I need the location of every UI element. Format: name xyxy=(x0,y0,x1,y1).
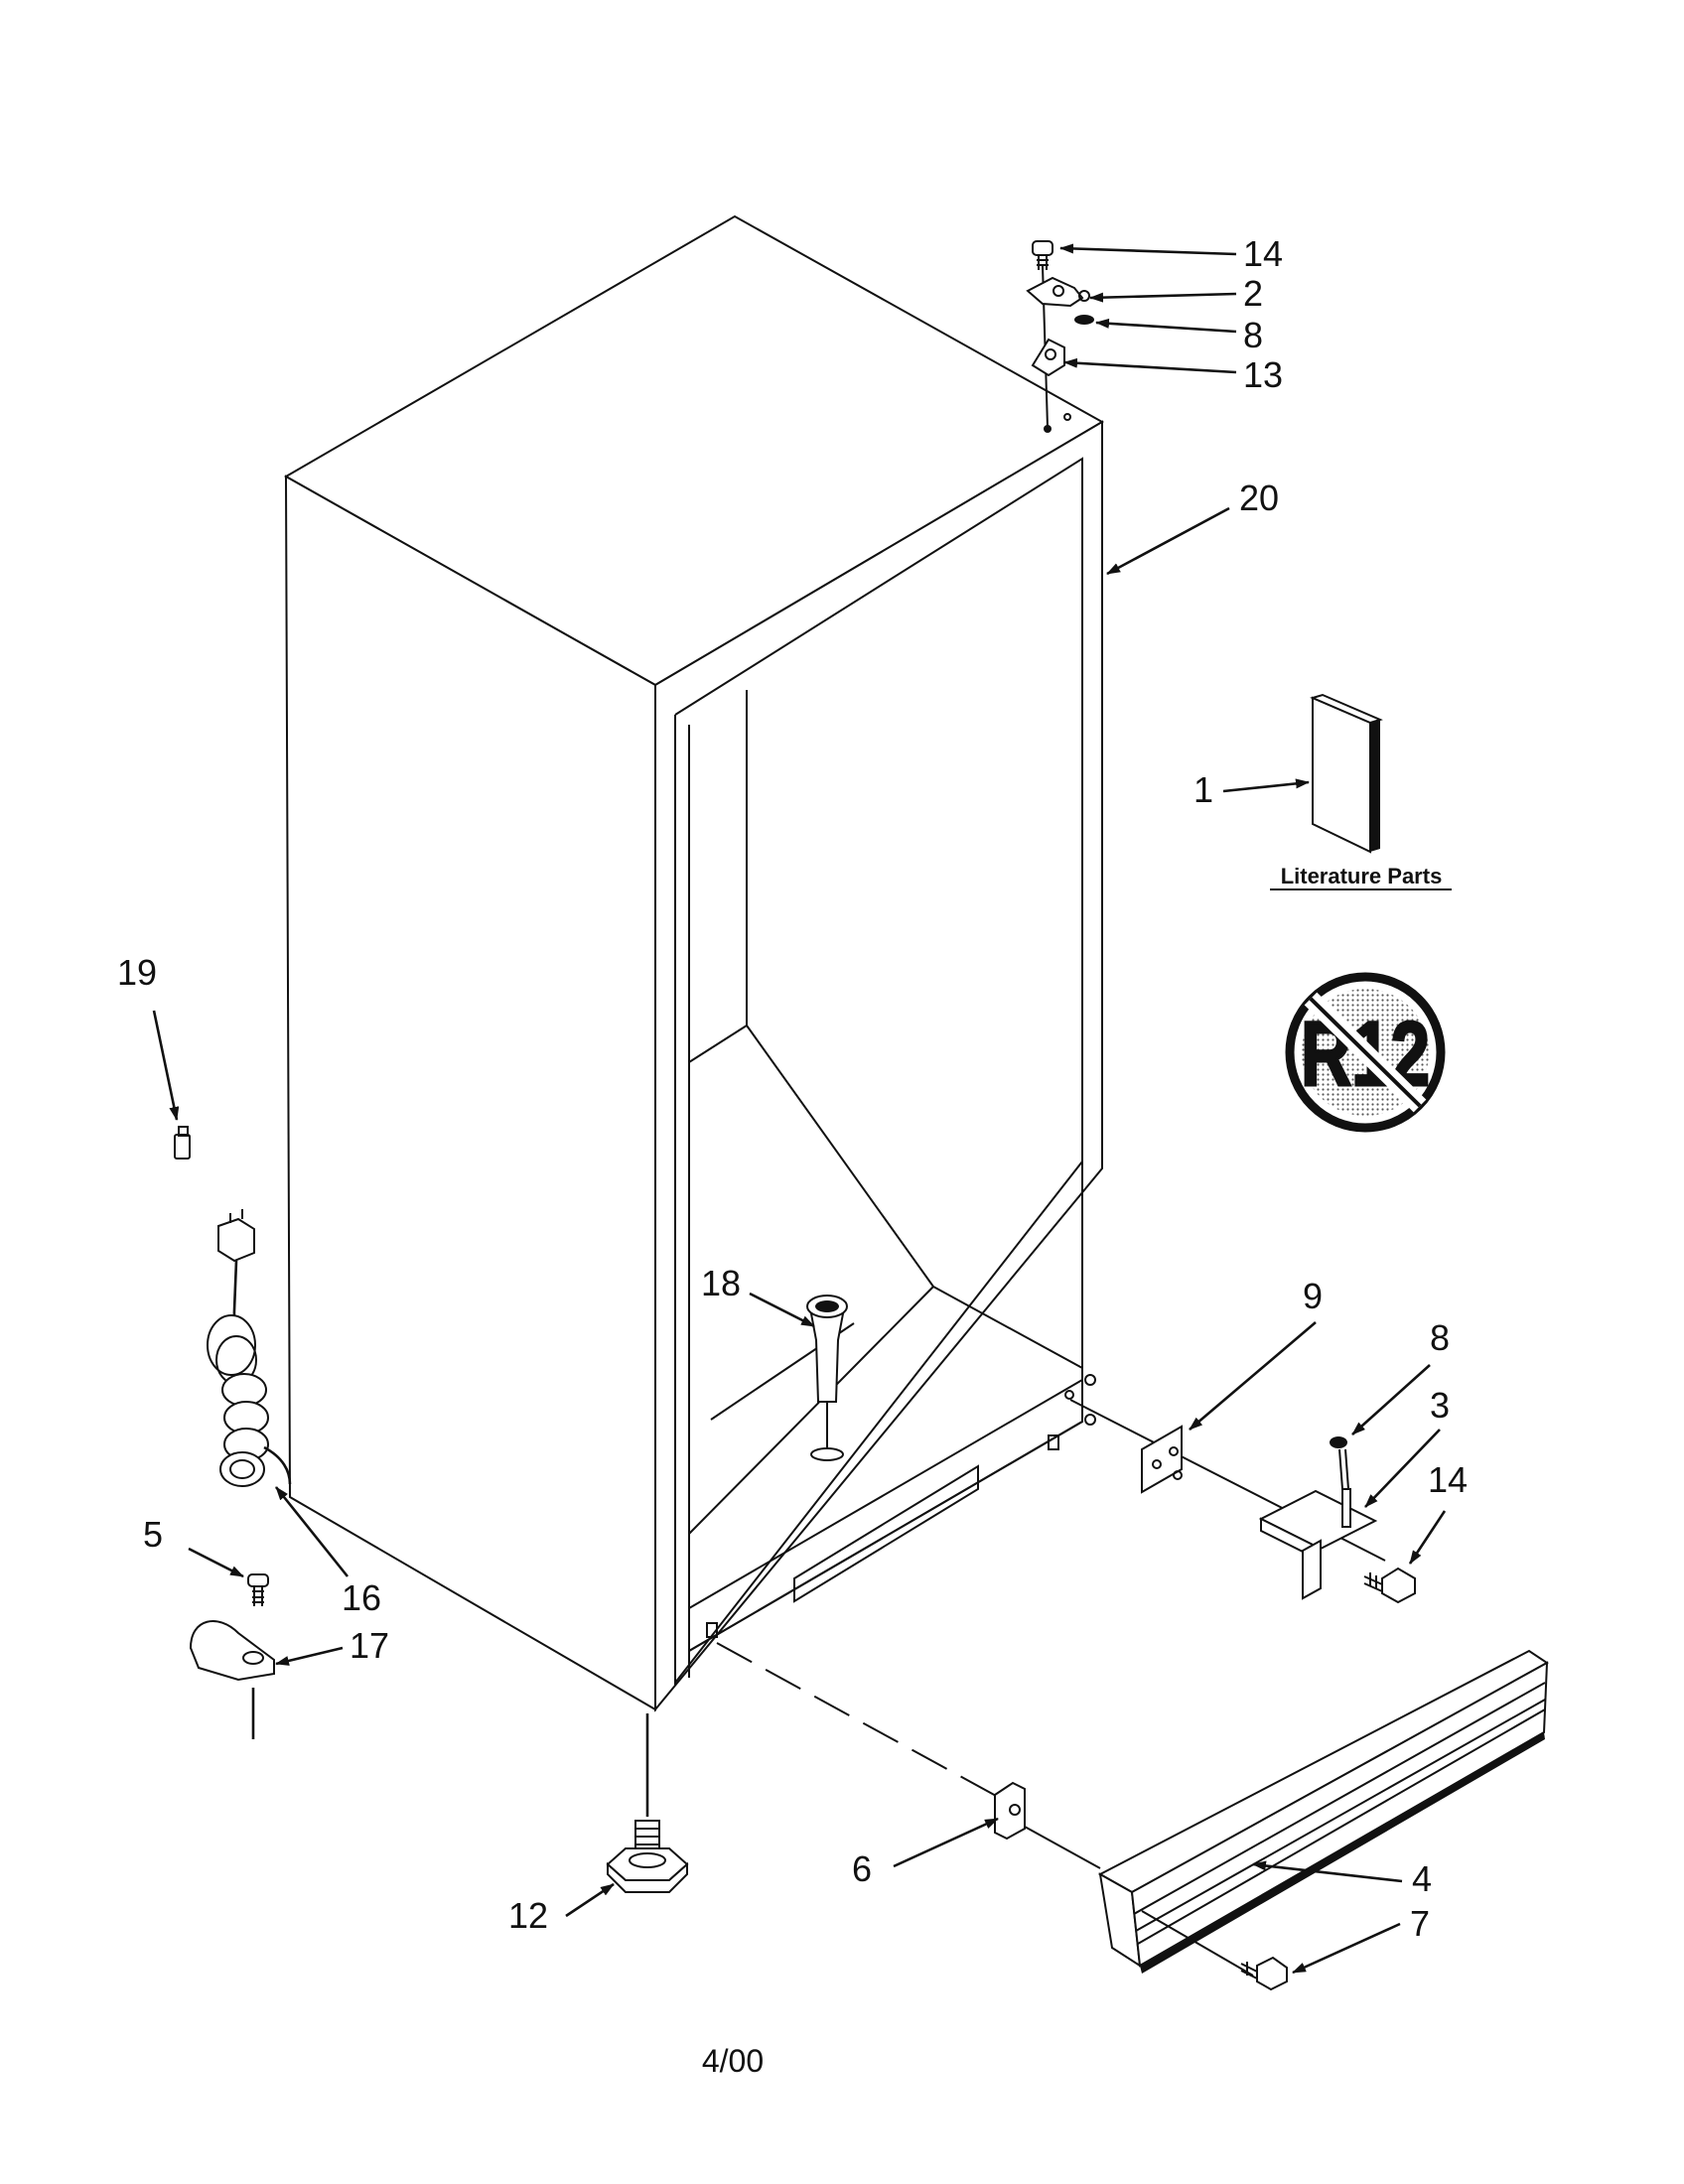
callout-12: 12 xyxy=(508,1895,548,1936)
hinge-washer-top xyxy=(1074,315,1094,325)
callout-7: 7 xyxy=(1410,1903,1430,1944)
callout-8-top: 8 xyxy=(1243,315,1263,355)
callout-13: 13 xyxy=(1243,354,1283,395)
cabinet xyxy=(283,214,1105,1712)
grille-bracket-6 xyxy=(716,1642,1101,1869)
callout-labels: 14 2 8 13 20 1 19 18 9 8 3 14 5 16 17 12… xyxy=(117,233,1468,1944)
bottom-hinge-assembly xyxy=(1069,1399,1416,1604)
power-cord xyxy=(207,1209,292,1487)
hinge-screw-top xyxy=(1032,240,1053,270)
callout-8-bottom: 8 xyxy=(1430,1317,1450,1358)
drain-tube-18 xyxy=(806,1295,848,1461)
no-r12-symbol: R12 xyxy=(1285,972,1446,1133)
footer-date: 4/00 xyxy=(702,2043,764,2079)
callout-18: 18 xyxy=(701,1263,741,1303)
toe-grille-4 xyxy=(1097,1649,1549,1974)
literature-parts: Literature Parts xyxy=(1270,693,1452,890)
callout-9: 9 xyxy=(1303,1276,1323,1316)
screw-5 xyxy=(247,1573,269,1606)
callout-leaders xyxy=(152,243,1447,1975)
grille-screw-7 xyxy=(1141,1910,1288,1991)
callout-19: 19 xyxy=(117,952,157,993)
callout-4: 4 xyxy=(1412,1858,1432,1899)
callout-17: 17 xyxy=(350,1625,389,1666)
callout-14-bottom: 14 xyxy=(1428,1459,1468,1500)
top-hinge-assembly xyxy=(1026,240,1094,428)
callout-2: 2 xyxy=(1243,273,1263,314)
hinge-shim xyxy=(1031,338,1065,377)
callout-14-top: 14 xyxy=(1243,233,1283,274)
callout-1: 1 xyxy=(1193,769,1213,810)
callout-3: 3 xyxy=(1430,1385,1450,1426)
callout-5: 5 xyxy=(143,1514,163,1555)
leveling-leg-12 xyxy=(606,1713,689,1893)
callout-6: 6 xyxy=(852,1848,872,1889)
callout-20: 20 xyxy=(1239,478,1279,518)
top-hinge xyxy=(1026,276,1084,308)
part-19-clip xyxy=(174,1126,191,1160)
cord-clamp-17 xyxy=(189,1620,275,1739)
literature-label: Literature Parts xyxy=(1281,864,1443,888)
callout-16: 16 xyxy=(342,1577,381,1618)
